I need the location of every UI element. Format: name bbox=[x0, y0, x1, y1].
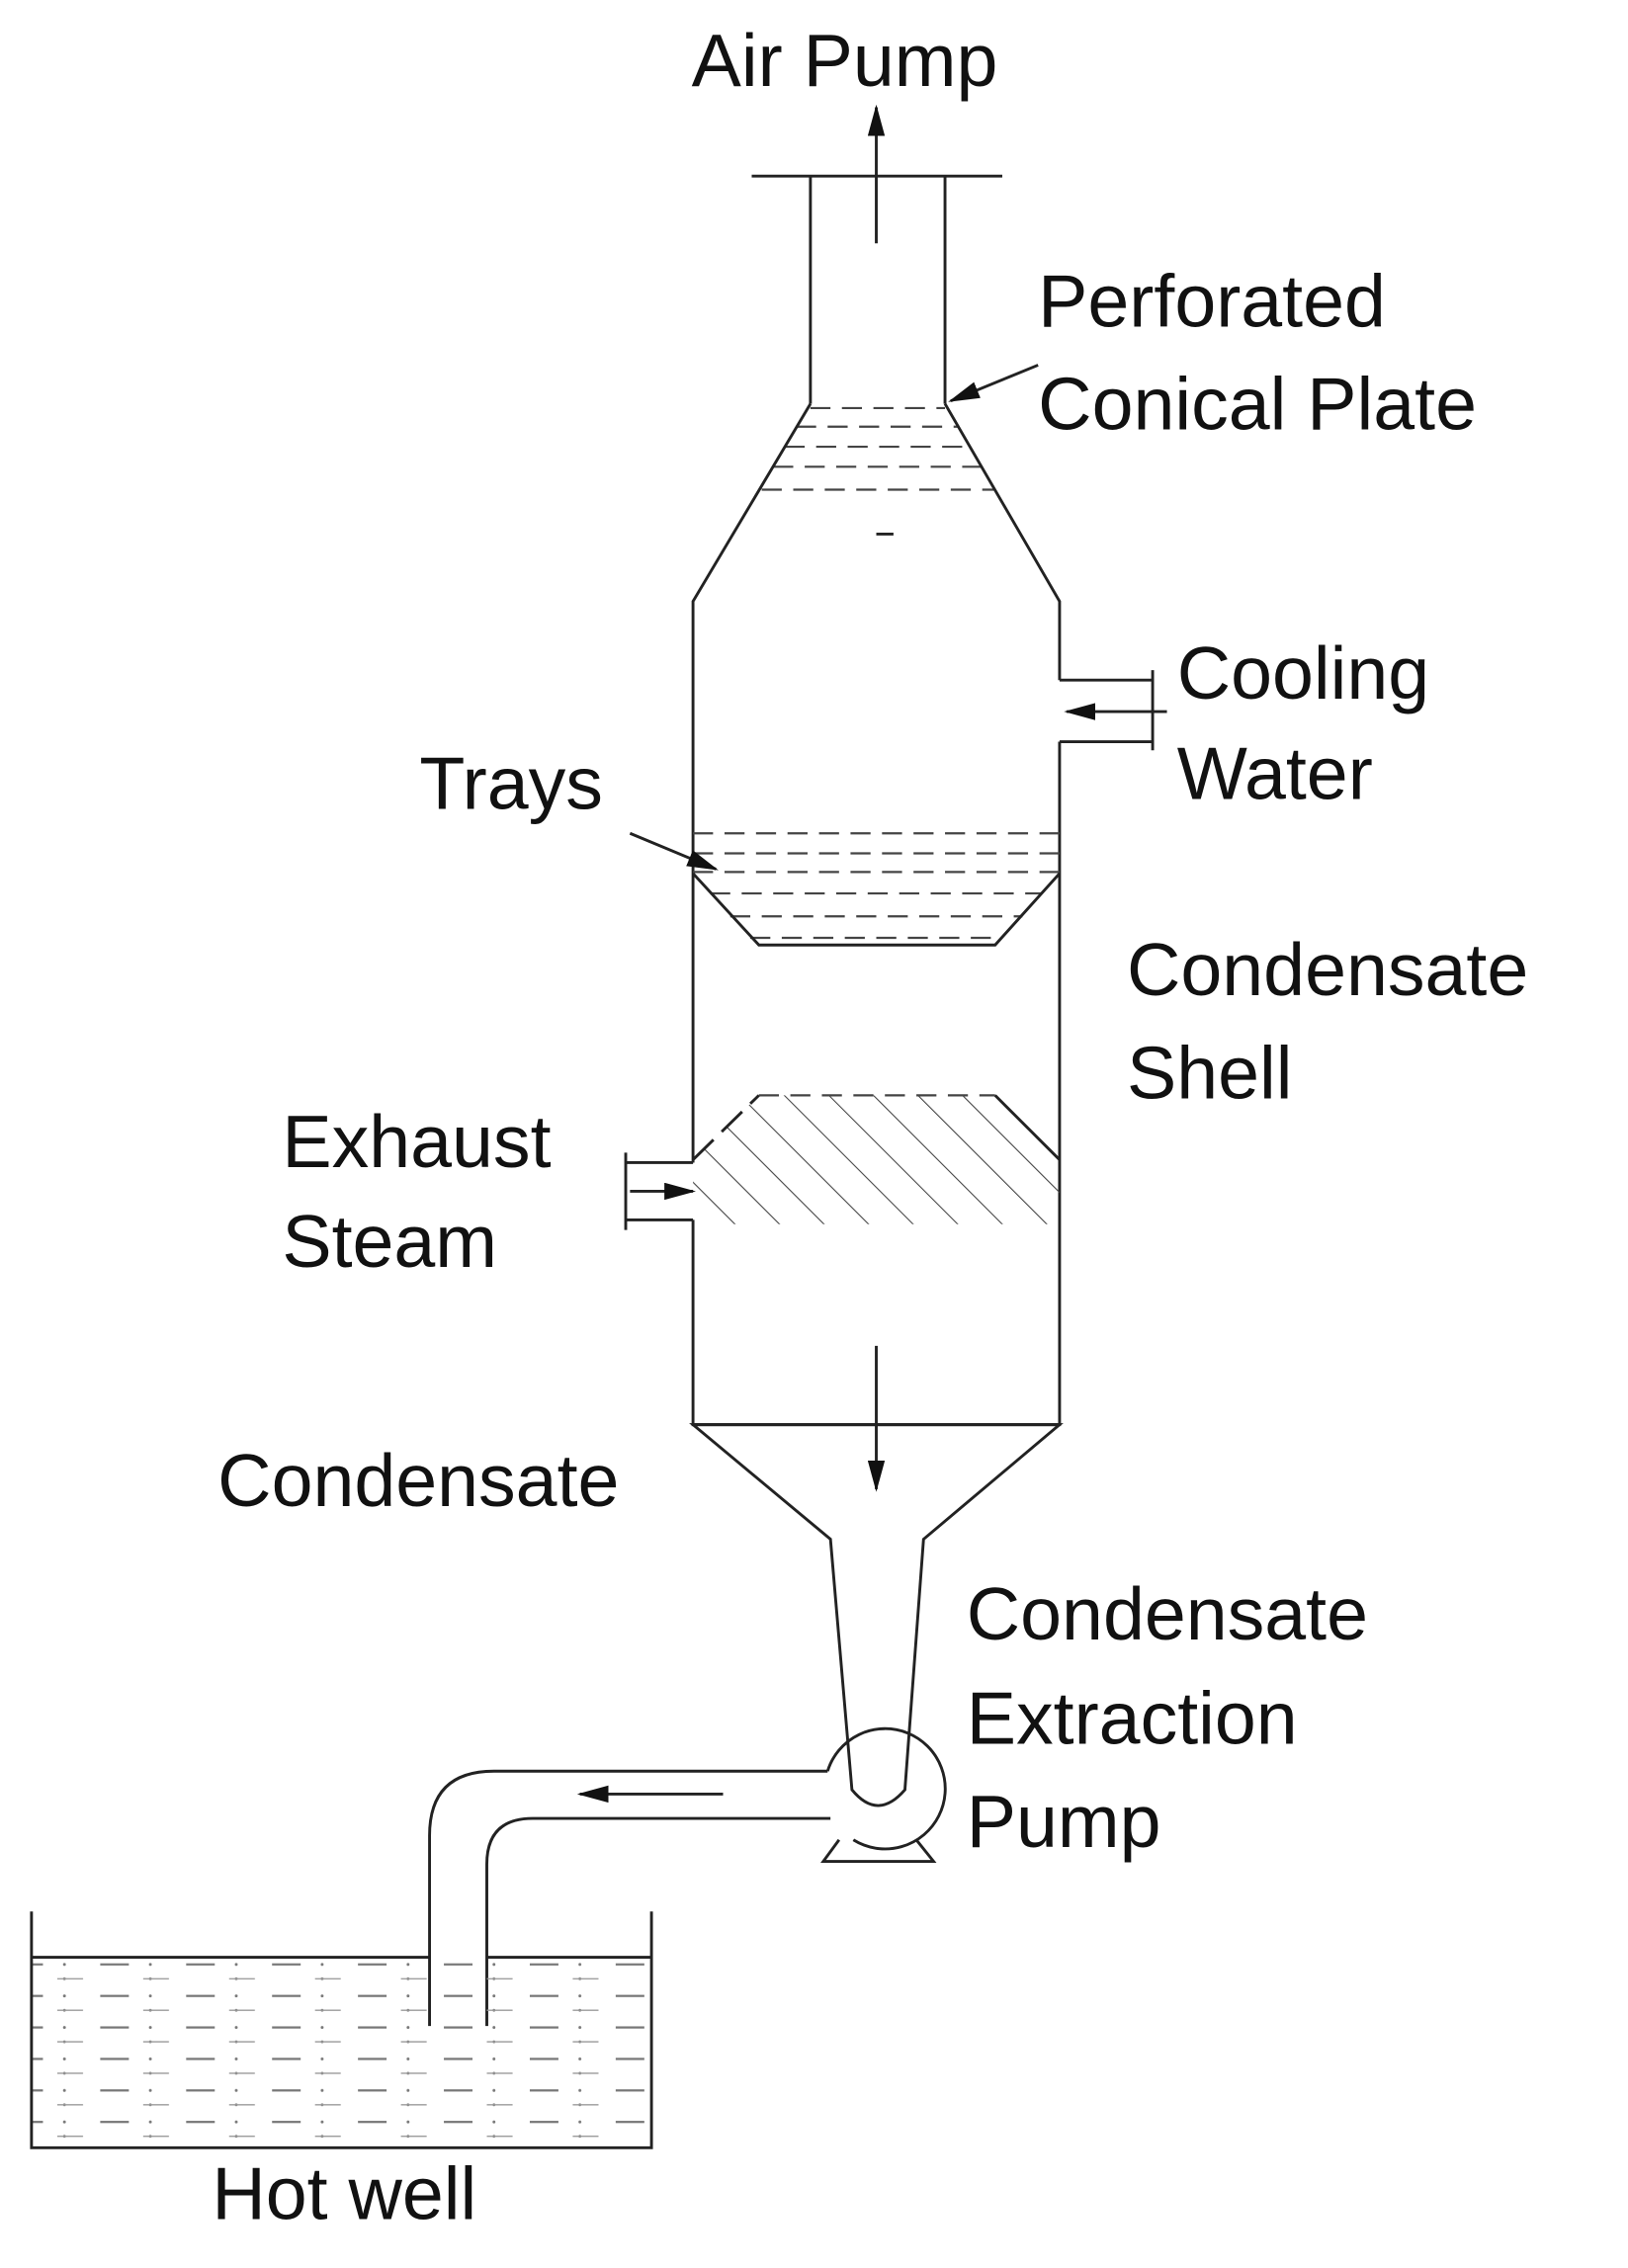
exhaust-steam-inlet bbox=[624, 1152, 696, 1230]
air-outlet-pipe bbox=[751, 104, 1002, 404]
condensate-hopper bbox=[689, 1345, 1064, 1807]
condenser-shell bbox=[691, 402, 1062, 1427]
label-pump-1: Condensate bbox=[967, 1572, 1368, 1655]
label-steam: Steam bbox=[282, 1200, 497, 1283]
condensate-extraction-pump bbox=[820, 1726, 947, 1863]
label-pump-3: Pump bbox=[967, 1780, 1161, 1863]
label-pump-2: Extraction bbox=[967, 1677, 1298, 1760]
label-perforated: Perforated bbox=[1038, 259, 1386, 342]
tray bbox=[629, 831, 1062, 947]
perforated-arrow-icon bbox=[948, 364, 1039, 403]
label-condensate-shell-2: Shell bbox=[1127, 1031, 1292, 1114]
hot-well-tank bbox=[30, 1911, 653, 2149]
cooling-water-inlet bbox=[1059, 670, 1167, 751]
label-conical-plate: Conical Plate bbox=[1038, 363, 1477, 446]
label-hot-well: Hot well bbox=[212, 2152, 476, 2235]
steam-zone bbox=[692, 1094, 1061, 1224]
label-trays: Trays bbox=[419, 742, 603, 825]
label-condensate-shell-1: Condensate bbox=[1127, 928, 1528, 1011]
trays-arrow-icon bbox=[629, 831, 719, 871]
perforated-conical-plate bbox=[761, 406, 994, 536]
label-cooling: Cooling bbox=[1177, 631, 1429, 714]
label-water: Water bbox=[1177, 731, 1373, 814]
label-condensate: Condensate bbox=[217, 1439, 619, 1522]
label-air-pump: Air Pump bbox=[692, 19, 998, 102]
discharge-pipe bbox=[428, 1769, 831, 2027]
label-exhaust: Exhaust bbox=[282, 1100, 551, 1183]
